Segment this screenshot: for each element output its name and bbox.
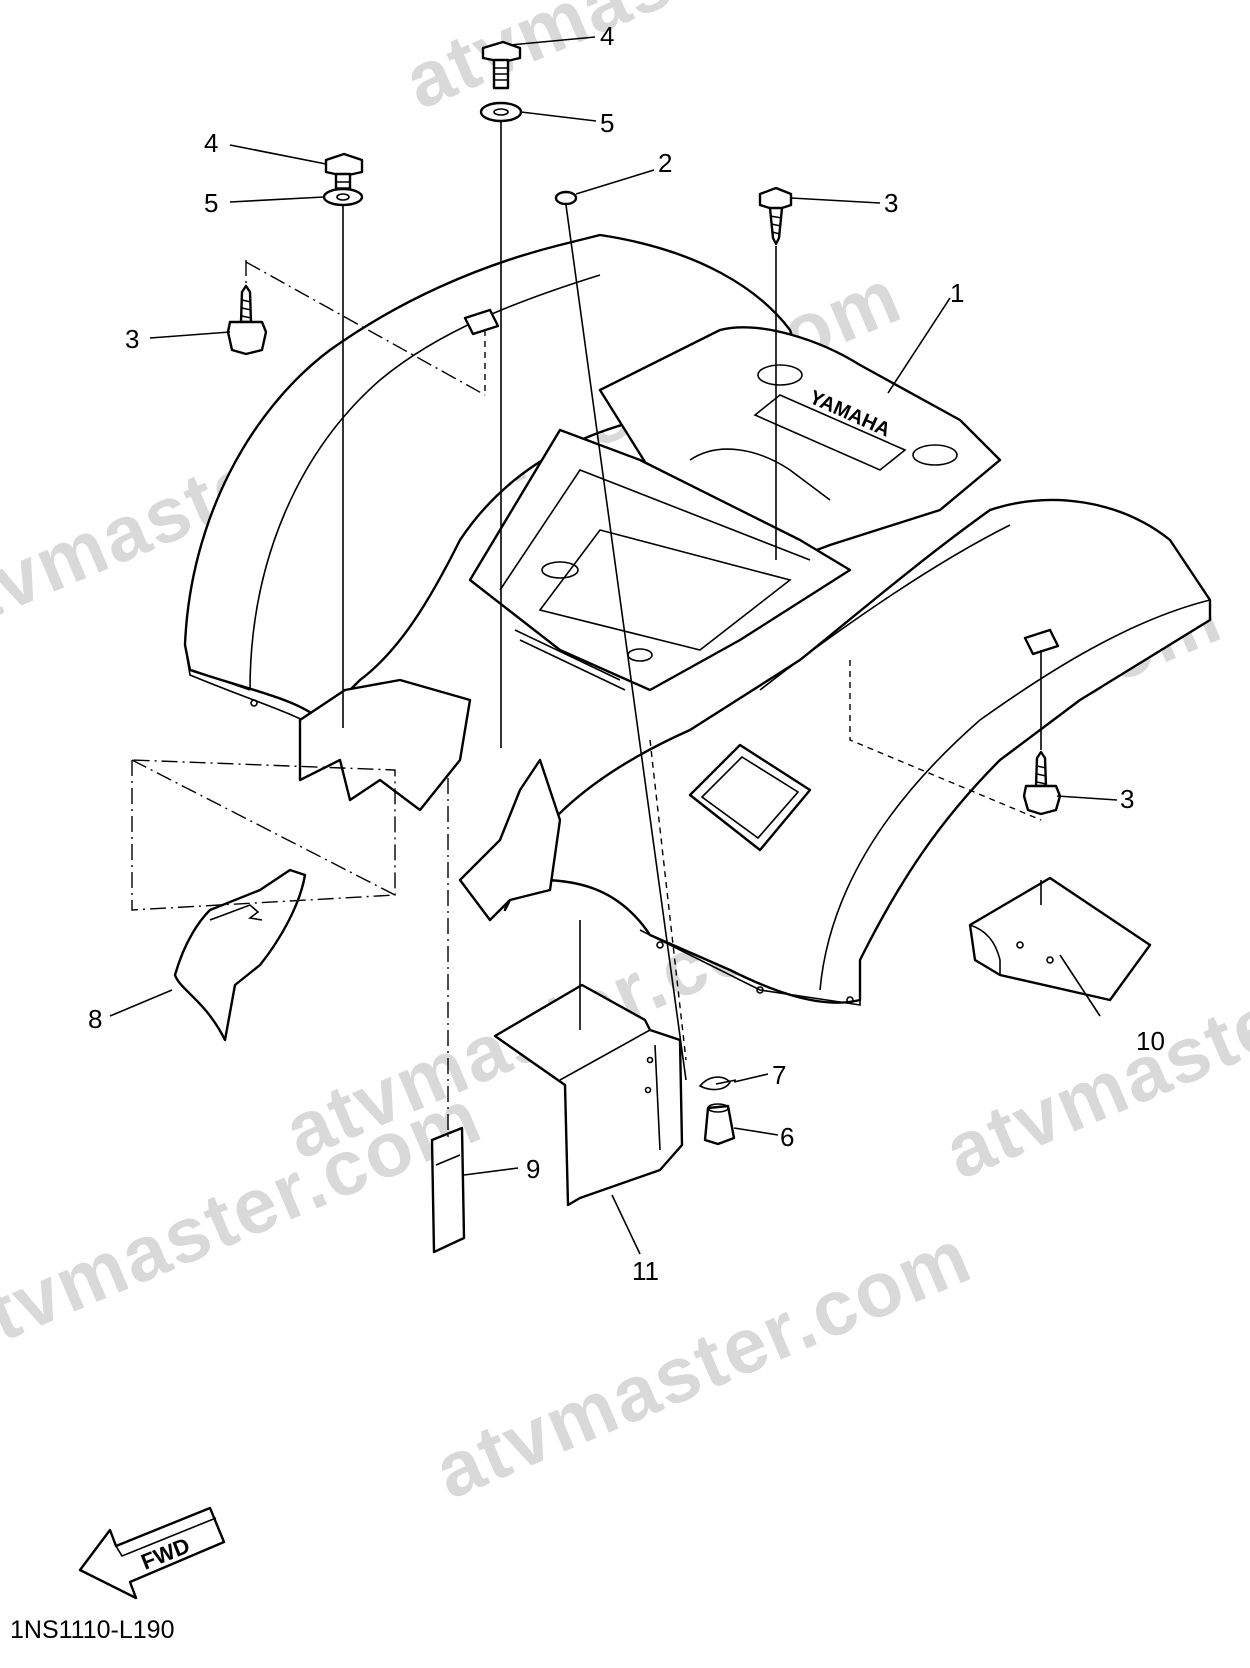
fender-right-skirt [639,929,861,1006]
heat-shield-right [968,876,1152,1002]
strip-panel-line [435,1154,461,1166]
fender-right-decal-window-inner [700,755,800,840]
decal-left [173,868,307,1042]
heat-shield-right-fold [969,924,1001,975]
callout-3-left: 3 [125,324,139,354]
mud-flap [493,983,684,1207]
fender-left-wing-rib [191,669,251,691]
heat-shield-hole [1016,941,1024,949]
watermark-text: atvmaster.com [422,1211,983,1516]
fender-right-decal-window [688,743,812,852]
fender-left-wing [183,233,802,722]
mount-hole [656,941,664,949]
deck-recess-right [912,444,958,466]
cargo-well-inner [538,529,792,651]
callout-2: 2 [658,148,672,178]
callout-5-left: 5 [204,188,218,218]
decal-left-tab [209,904,263,921]
cargo-well-edge [499,469,811,591]
cargo-hole [541,561,579,579]
grommet [703,1104,736,1146]
heat-shield-hole [1046,956,1054,964]
callout-11: 11 [632,1256,659,1286]
callout-leaders [109,36,1118,1255]
fender-right-wing [503,498,1212,1004]
mount-pad-left [463,308,500,336]
callouts: 4 5 2 3 1 4 5 3 3 8 9 10 11 7 6 [88,21,1165,1286]
callout-4-left: 4 [204,128,218,158]
callout-1: 1 [950,278,964,308]
callout-8: 8 [88,1004,102,1034]
callout-6: 6 [780,1122,794,1152]
cargo-well-slot [519,639,626,691]
deck-recess-left [757,364,803,386]
washer-left [322,187,364,207]
fwd-arrow: FWD [78,1506,226,1600]
grommet-top [707,1103,729,1113]
callout-10: 10 [1136,1026,1165,1056]
logo-plate [753,394,907,471]
mud-flap-hole [644,1086,652,1094]
fender-right-wing-rib [819,599,1211,991]
callout-4-top: 4 [600,21,614,51]
mount-hole [846,996,854,1004]
clip [698,1076,737,1091]
callout-3-top: 3 [884,188,898,218]
washer-top [479,101,523,123]
watermark-text: atvmaster.com [0,1071,493,1376]
callout-9: 9 [526,1154,540,1184]
deck-ridge [689,448,831,501]
diagram-code: 1NS1110-L190 [10,1616,174,1644]
cargo-well-slot [514,629,621,681]
fender-right-wing-rib [759,524,1011,691]
screw-left [226,284,268,356]
callout-3-right: 3 [1120,784,1134,814]
mount-pad-right [1023,628,1060,656]
screw-top-right [758,186,793,246]
watermark-text: atvmaster.com [392,0,953,126]
fender-cargo-well [468,428,852,692]
plug [554,190,578,206]
bolt-top [481,40,522,90]
callout-5-top: 5 [600,108,614,138]
callout-7: 7 [772,1060,786,1090]
rear-fender: YAMAHA [183,233,1212,1006]
mount-hole [250,699,258,707]
mount-hole [756,986,764,994]
mud-flap-fold [559,1029,651,1081]
fwd-arrow-shape [78,1506,226,1600]
washer-top-hole [493,108,509,116]
mud-flap-hole [646,1056,654,1064]
watermark: atvmaster.com atvmaster.com atvmaster.co… [0,0,1250,1516]
fender-center-leg [458,758,562,922]
fender-left-wing-rib [249,274,601,691]
screw-right [1022,750,1062,816]
assembly-lines [131,122,1042,1140]
strip-panel [430,1126,466,1254]
mud-flap-fold [654,1044,661,1151]
washer-left-hole [336,193,350,201]
